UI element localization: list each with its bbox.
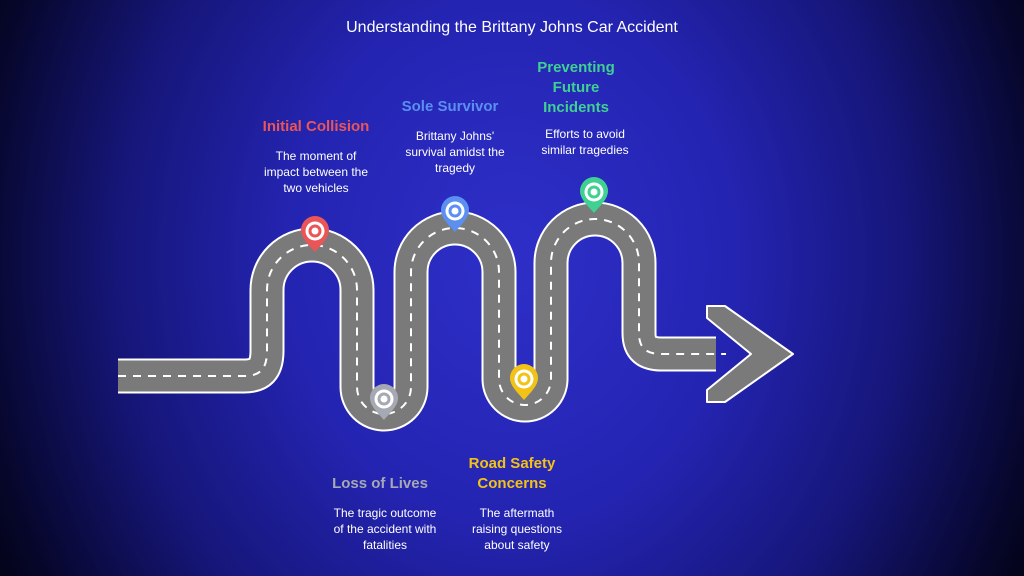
milestone-description-initial-collision: The moment of impact between the two veh… [246,148,386,196]
description-line: The moment of [275,149,357,163]
description-line: impact between the [263,165,369,179]
description-line: The tragic outcome [333,506,437,520]
description-line: two vehicles [283,181,349,195]
milestone-title-line: Preventing [537,59,615,76]
description-line: of the accident with [333,522,437,536]
milestone-description-preventing-future-incidents: Efforts to avoid similar tragedies [515,126,655,158]
description-line: fatalities [362,538,408,552]
lane-divider [118,218,726,415]
map-pin-icon [510,364,538,400]
map-pin-icon [301,216,329,252]
milestone-title-loss-of-lives: Loss of Lives [285,474,475,494]
milestone-description-loss-of-lives: The tragic outcome of the accident with … [315,505,455,553]
milestone-title-line: Loss of Lives [332,475,428,492]
milestone-description-road-safety-concerns: The aftermath raising questions about sa… [447,505,587,553]
description-line: survival amidst the [405,145,505,159]
description-line: Brittany Johns' [415,129,495,143]
description-line: about safety [484,538,550,552]
milestone-title-preventing-future-incidents: Preventing Future Incidents [481,58,671,118]
milestone-title-initial-collision: Initial Collision [221,117,411,137]
map-pin-icon [441,196,469,232]
milestone-title-line: Concerns [477,475,547,492]
map-pin-icon [370,384,398,420]
milestone-title-line: Initial Collision [262,118,370,135]
description-line: Efforts to avoid [545,127,625,141]
map-pin-icon [580,177,608,213]
description-line: raising questions [471,522,563,536]
description-line: tragedy [434,161,476,175]
milestone-title-line: Road Safety [468,455,556,472]
arrow-head-icon [706,305,794,403]
description-line: The aftermath [479,506,555,520]
road-surface [118,203,716,430]
page-title: Understanding the Brittany Johns Car Acc… [346,19,678,36]
milestone-title-road-safety-concerns: Road Safety Concerns [417,454,607,494]
milestone-title-line: Future [552,79,600,96]
description-line: similar tragedies [541,143,629,157]
milestone-description-sole-survivor: Brittany Johns' survival amidst the trag… [385,128,525,176]
milestone-title-sole-survivor: Sole Survivor [355,97,545,117]
milestone-title-line: Incidents [543,99,609,116]
milestone-title-line: Sole Survivor [401,98,499,115]
